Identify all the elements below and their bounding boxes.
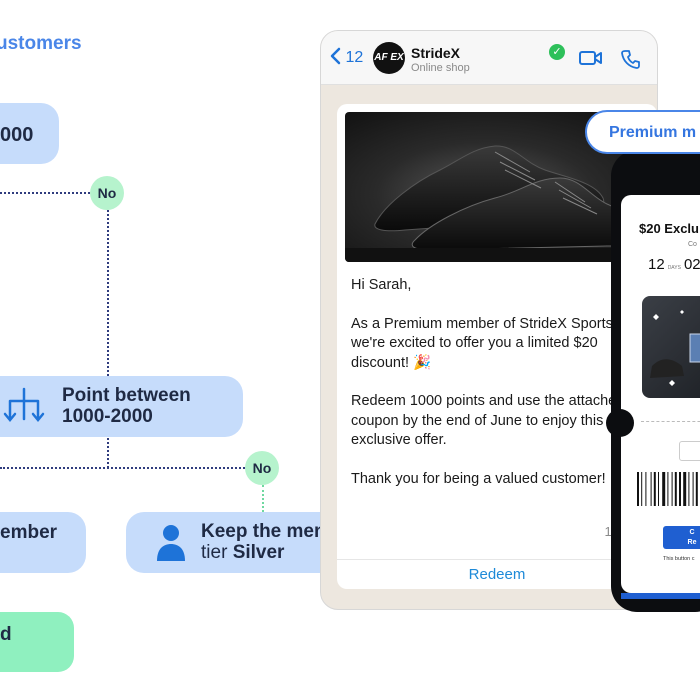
flow-node-green: d <box>0 612 74 672</box>
barcode-bar <box>641 472 643 506</box>
barcode-bar <box>695 472 698 506</box>
flow-title: ustomers <box>0 33 82 54</box>
message-paragraph: Redeem 1000 points and use the attached … <box>351 393 625 448</box>
barcode-bar <box>683 472 687 506</box>
flow-node-label: 000 <box>0 124 34 146</box>
barcode-bar <box>645 472 647 506</box>
flow-node-label: Point between 1000-2000 <box>62 385 191 427</box>
connector-line <box>0 467 245 469</box>
barcode-bar <box>658 472 659 506</box>
barcode-bar <box>637 472 639 506</box>
message-greeting: Hi Sarah, <box>351 277 412 293</box>
contact-name: StrideX <box>411 45 461 61</box>
barcode-bar <box>667 472 669 506</box>
flow-node-label: d <box>0 624 12 645</box>
no-badge: No <box>90 176 124 210</box>
message-text: Hi Sarah, As a Premium member of StrideX… <box>351 276 651 508</box>
coupon-redeem-button[interactable]: C Re <box>663 526 700 549</box>
connector-line <box>0 192 90 194</box>
person-icon <box>157 525 185 561</box>
coupon-title: $20 Exclu <box>639 221 699 236</box>
premium-member-pill: Premium m <box>585 110 700 154</box>
unread-count: 12 <box>345 49 364 66</box>
countdown-hours: 02 <box>683 256 700 273</box>
barcode-bar <box>653 472 656 506</box>
message-bubble: Hi Sarah, As a Premium member of StrideX… <box>337 104 657 589</box>
flow-node-label: ember <box>0 522 58 543</box>
barcode-bar <box>679 472 681 506</box>
flow-node-point-between: Point between 1000-2000 <box>0 376 243 437</box>
countdown-days-label: DAYS <box>667 265 681 271</box>
coupon-code-field[interactable] <box>679 441 700 461</box>
countdown-label: Co <box>688 241 697 248</box>
message-paragraph: Thank you for being a valued customer! <box>351 470 606 487</box>
flow-node-upgrade-member: ember <box>0 512 86 573</box>
connector-line <box>262 485 264 512</box>
product-illustration <box>650 310 700 386</box>
barcode-bar <box>650 472 652 506</box>
countdown-days: 12 <box>648 256 665 273</box>
coupon-bottom-bar <box>621 593 700 599</box>
message-paragraph: As a Premium member of StrideX Sportswea… <box>351 315 648 371</box>
coupon-product-image <box>642 296 700 398</box>
coupon-divider <box>641 421 700 422</box>
chevron-left-icon <box>330 47 341 65</box>
video-call-icon[interactable] <box>579 49 603 67</box>
no-badge: No <box>245 451 279 485</box>
phone-call-icon[interactable] <box>621 49 641 69</box>
flow-node-points-threshold: 000 <box>0 103 59 164</box>
redeem-button[interactable]: Redeem <box>337 559 657 590</box>
coupon-notch <box>606 409 634 437</box>
verified-icon: ✓ <box>549 44 565 60</box>
coupon-note: This button c <box>663 556 695 562</box>
barcode-bar <box>671 472 673 506</box>
contact-subtitle: Online shop <box>411 62 470 74</box>
connector-line <box>107 210 109 468</box>
barcode-bar <box>662 472 666 506</box>
barcode-bar <box>692 472 694 506</box>
barcode-bar <box>674 472 677 506</box>
barcode-bar <box>688 472 690 506</box>
avatar[interactable]: AF EX <box>373 42 405 74</box>
barcode-icon <box>637 472 698 506</box>
back-button[interactable]: 12 <box>329 47 363 67</box>
chat-header: 12 AF EX StrideX Online shop ✓ <box>321 31 657 85</box>
shoe-illustration <box>345 145 657 262</box>
split-icon <box>3 387 45 422</box>
